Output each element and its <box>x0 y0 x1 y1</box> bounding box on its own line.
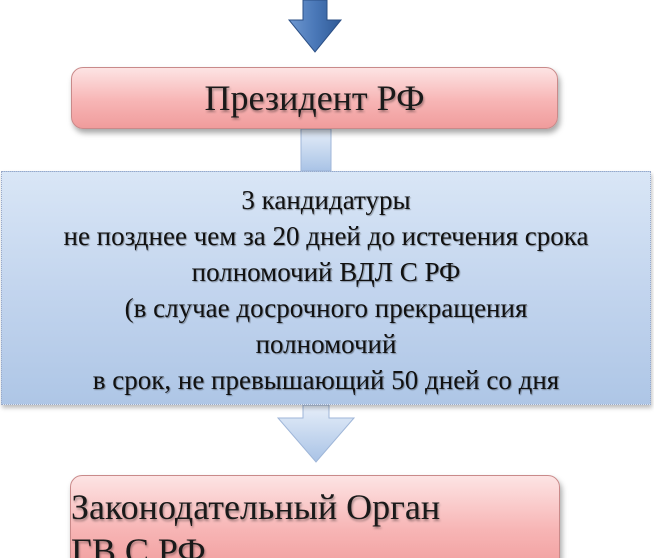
top-down-arrow-icon <box>287 0 343 53</box>
legislative-body-box: Законодательный Орган ГВ С РФ <box>70 475 560 558</box>
info-line-4: (в случае досрочного прекращения <box>124 293 528 323</box>
legislative-line-1: Законодательный Орган <box>71 487 441 527</box>
info-line-6: в срок, не превышающий 50 дней со дня <box>92 365 560 395</box>
middle-down-arrow-icon <box>276 404 356 463</box>
president-label: Президент РФ <box>204 78 425 118</box>
info-line-3: полномочий ВДЛ С РФ <box>191 257 461 287</box>
candidates-info-box: 3 кандидатуры не позднее чем за 20 дней … <box>1 171 651 405</box>
info-line-1: 3 кандидатуры <box>241 185 411 215</box>
info-line-2: не позднее чем за 20 дней до истечения с… <box>63 221 589 251</box>
president-box: Президент РФ <box>71 67 558 129</box>
info-line-5: полномочий <box>255 329 397 359</box>
connector-top-middle <box>300 128 332 172</box>
legislative-line-2: ГВ С РФ <box>71 531 206 558</box>
